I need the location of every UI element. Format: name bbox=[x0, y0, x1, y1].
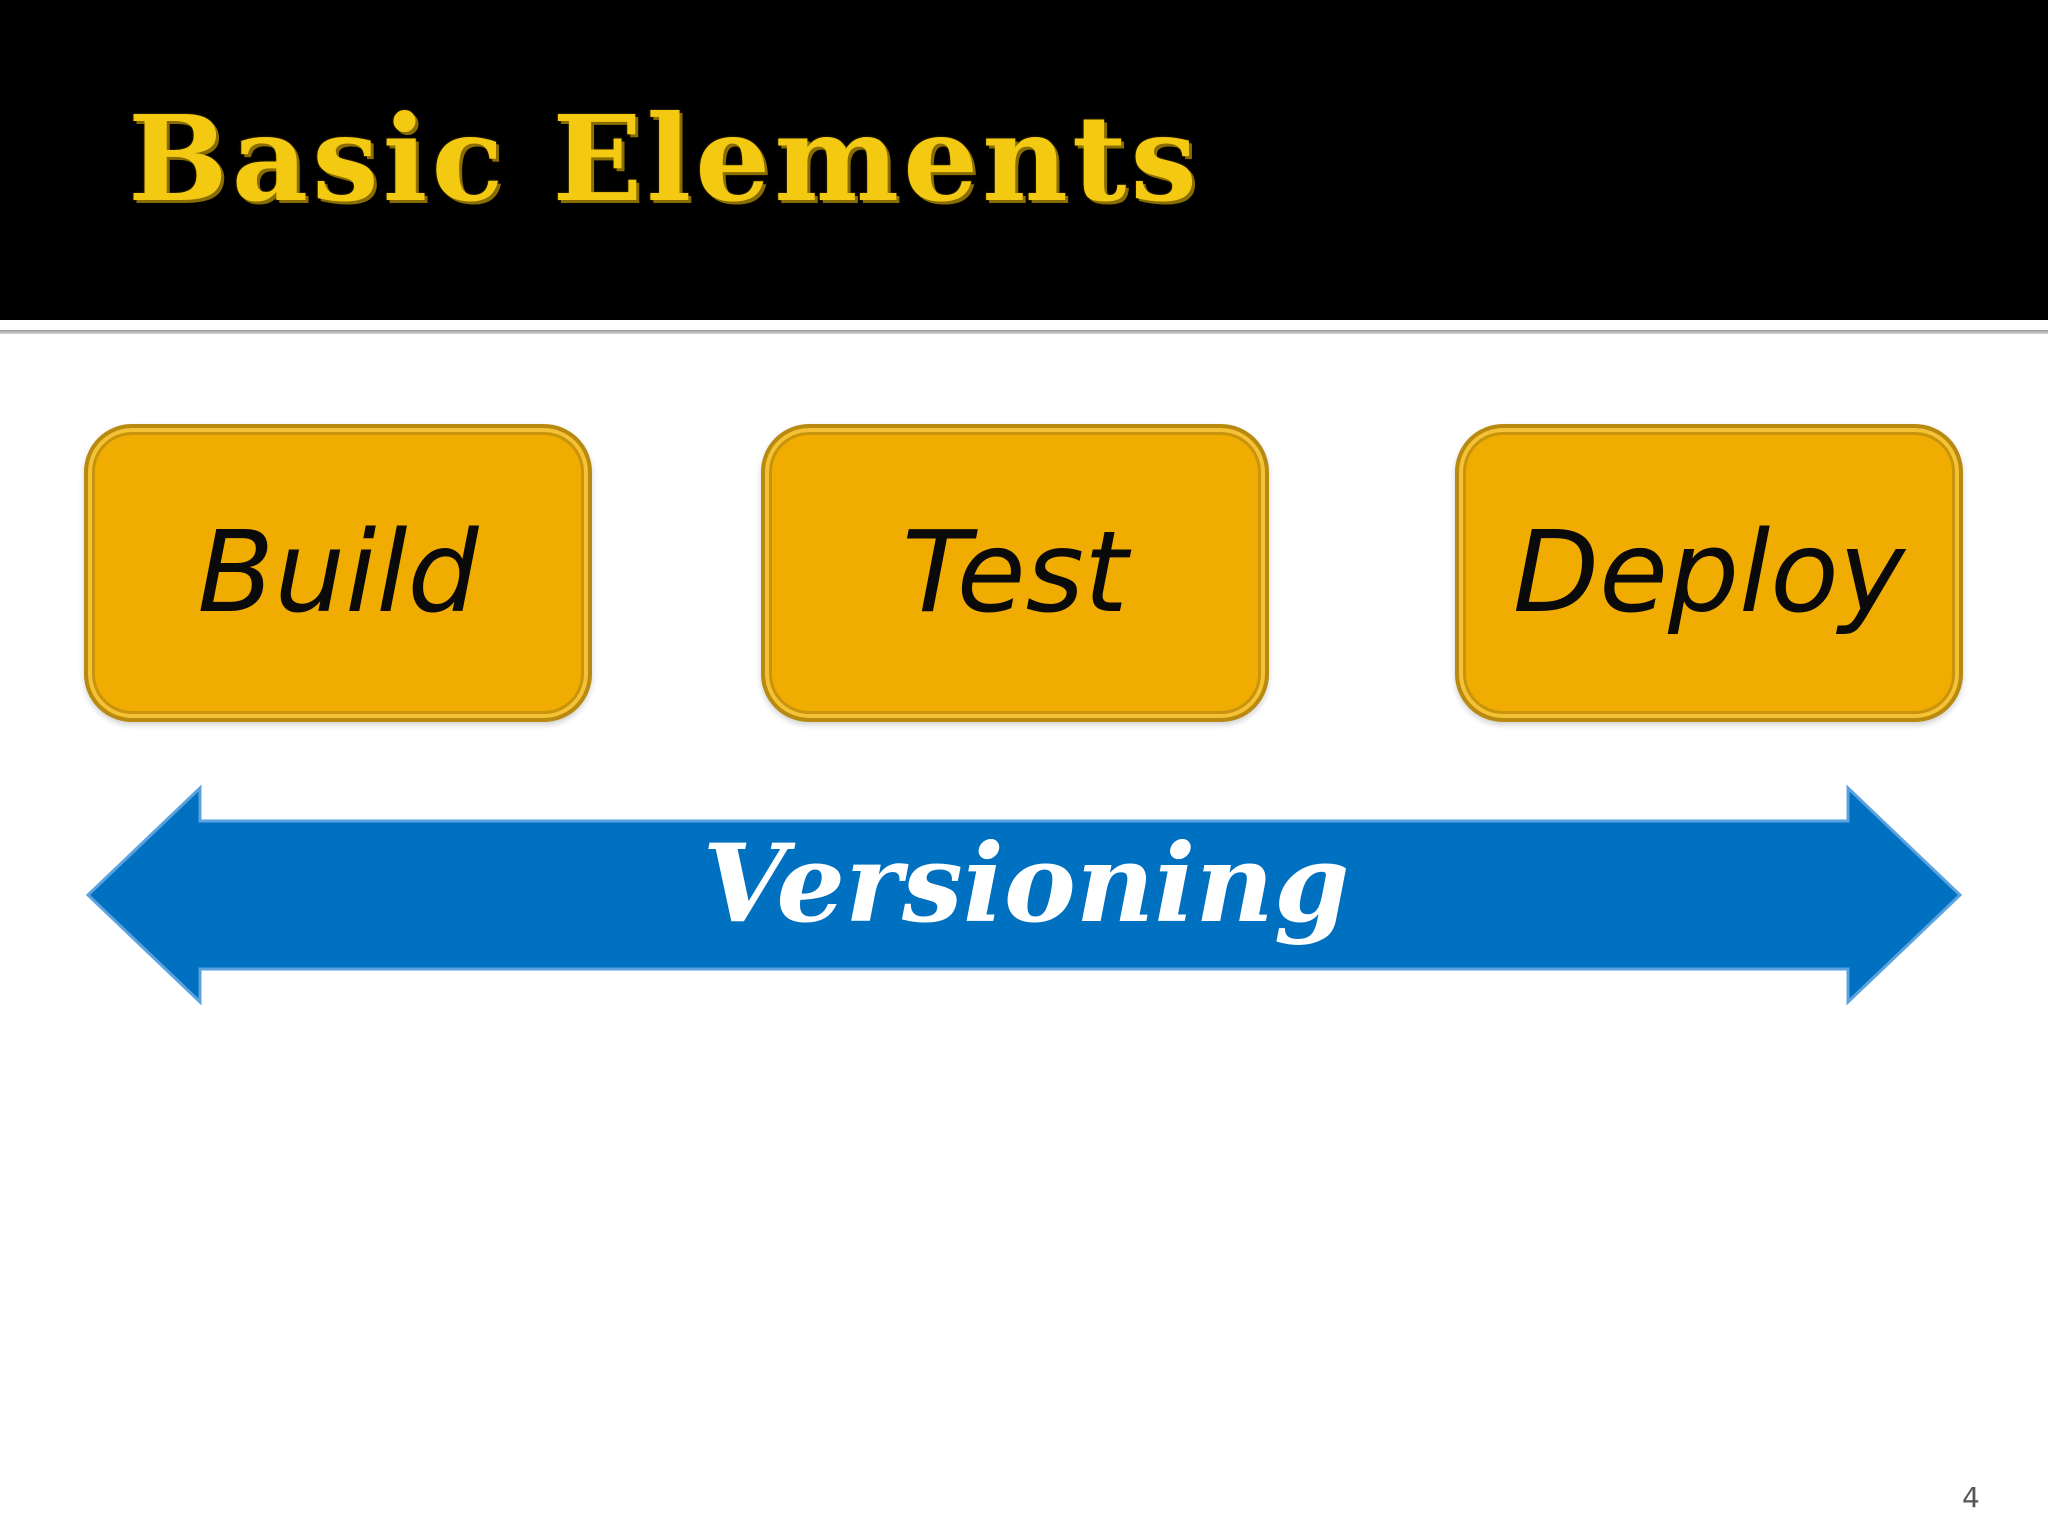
page-number: 4 bbox=[1962, 1481, 1980, 1514]
deploy-stage-label: Deploy bbox=[1512, 508, 1906, 638]
double-arrow-icon bbox=[85, 784, 1963, 1006]
deploy-stage-box: Deploy bbox=[1455, 424, 1963, 722]
slide-title: Basic Elements bbox=[128, 89, 1201, 228]
title-bar bbox=[0, 0, 2048, 320]
title-divider bbox=[0, 330, 2048, 334]
test-stage-box: Test bbox=[761, 424, 1269, 722]
versioning-label: Versioning bbox=[702, 821, 1350, 947]
versioning-arrow-shape bbox=[85, 784, 1963, 1006]
build-stage-box: Build bbox=[84, 424, 592, 722]
build-stage-label: Build bbox=[197, 508, 479, 638]
test-stage-label: Test bbox=[902, 508, 1128, 638]
